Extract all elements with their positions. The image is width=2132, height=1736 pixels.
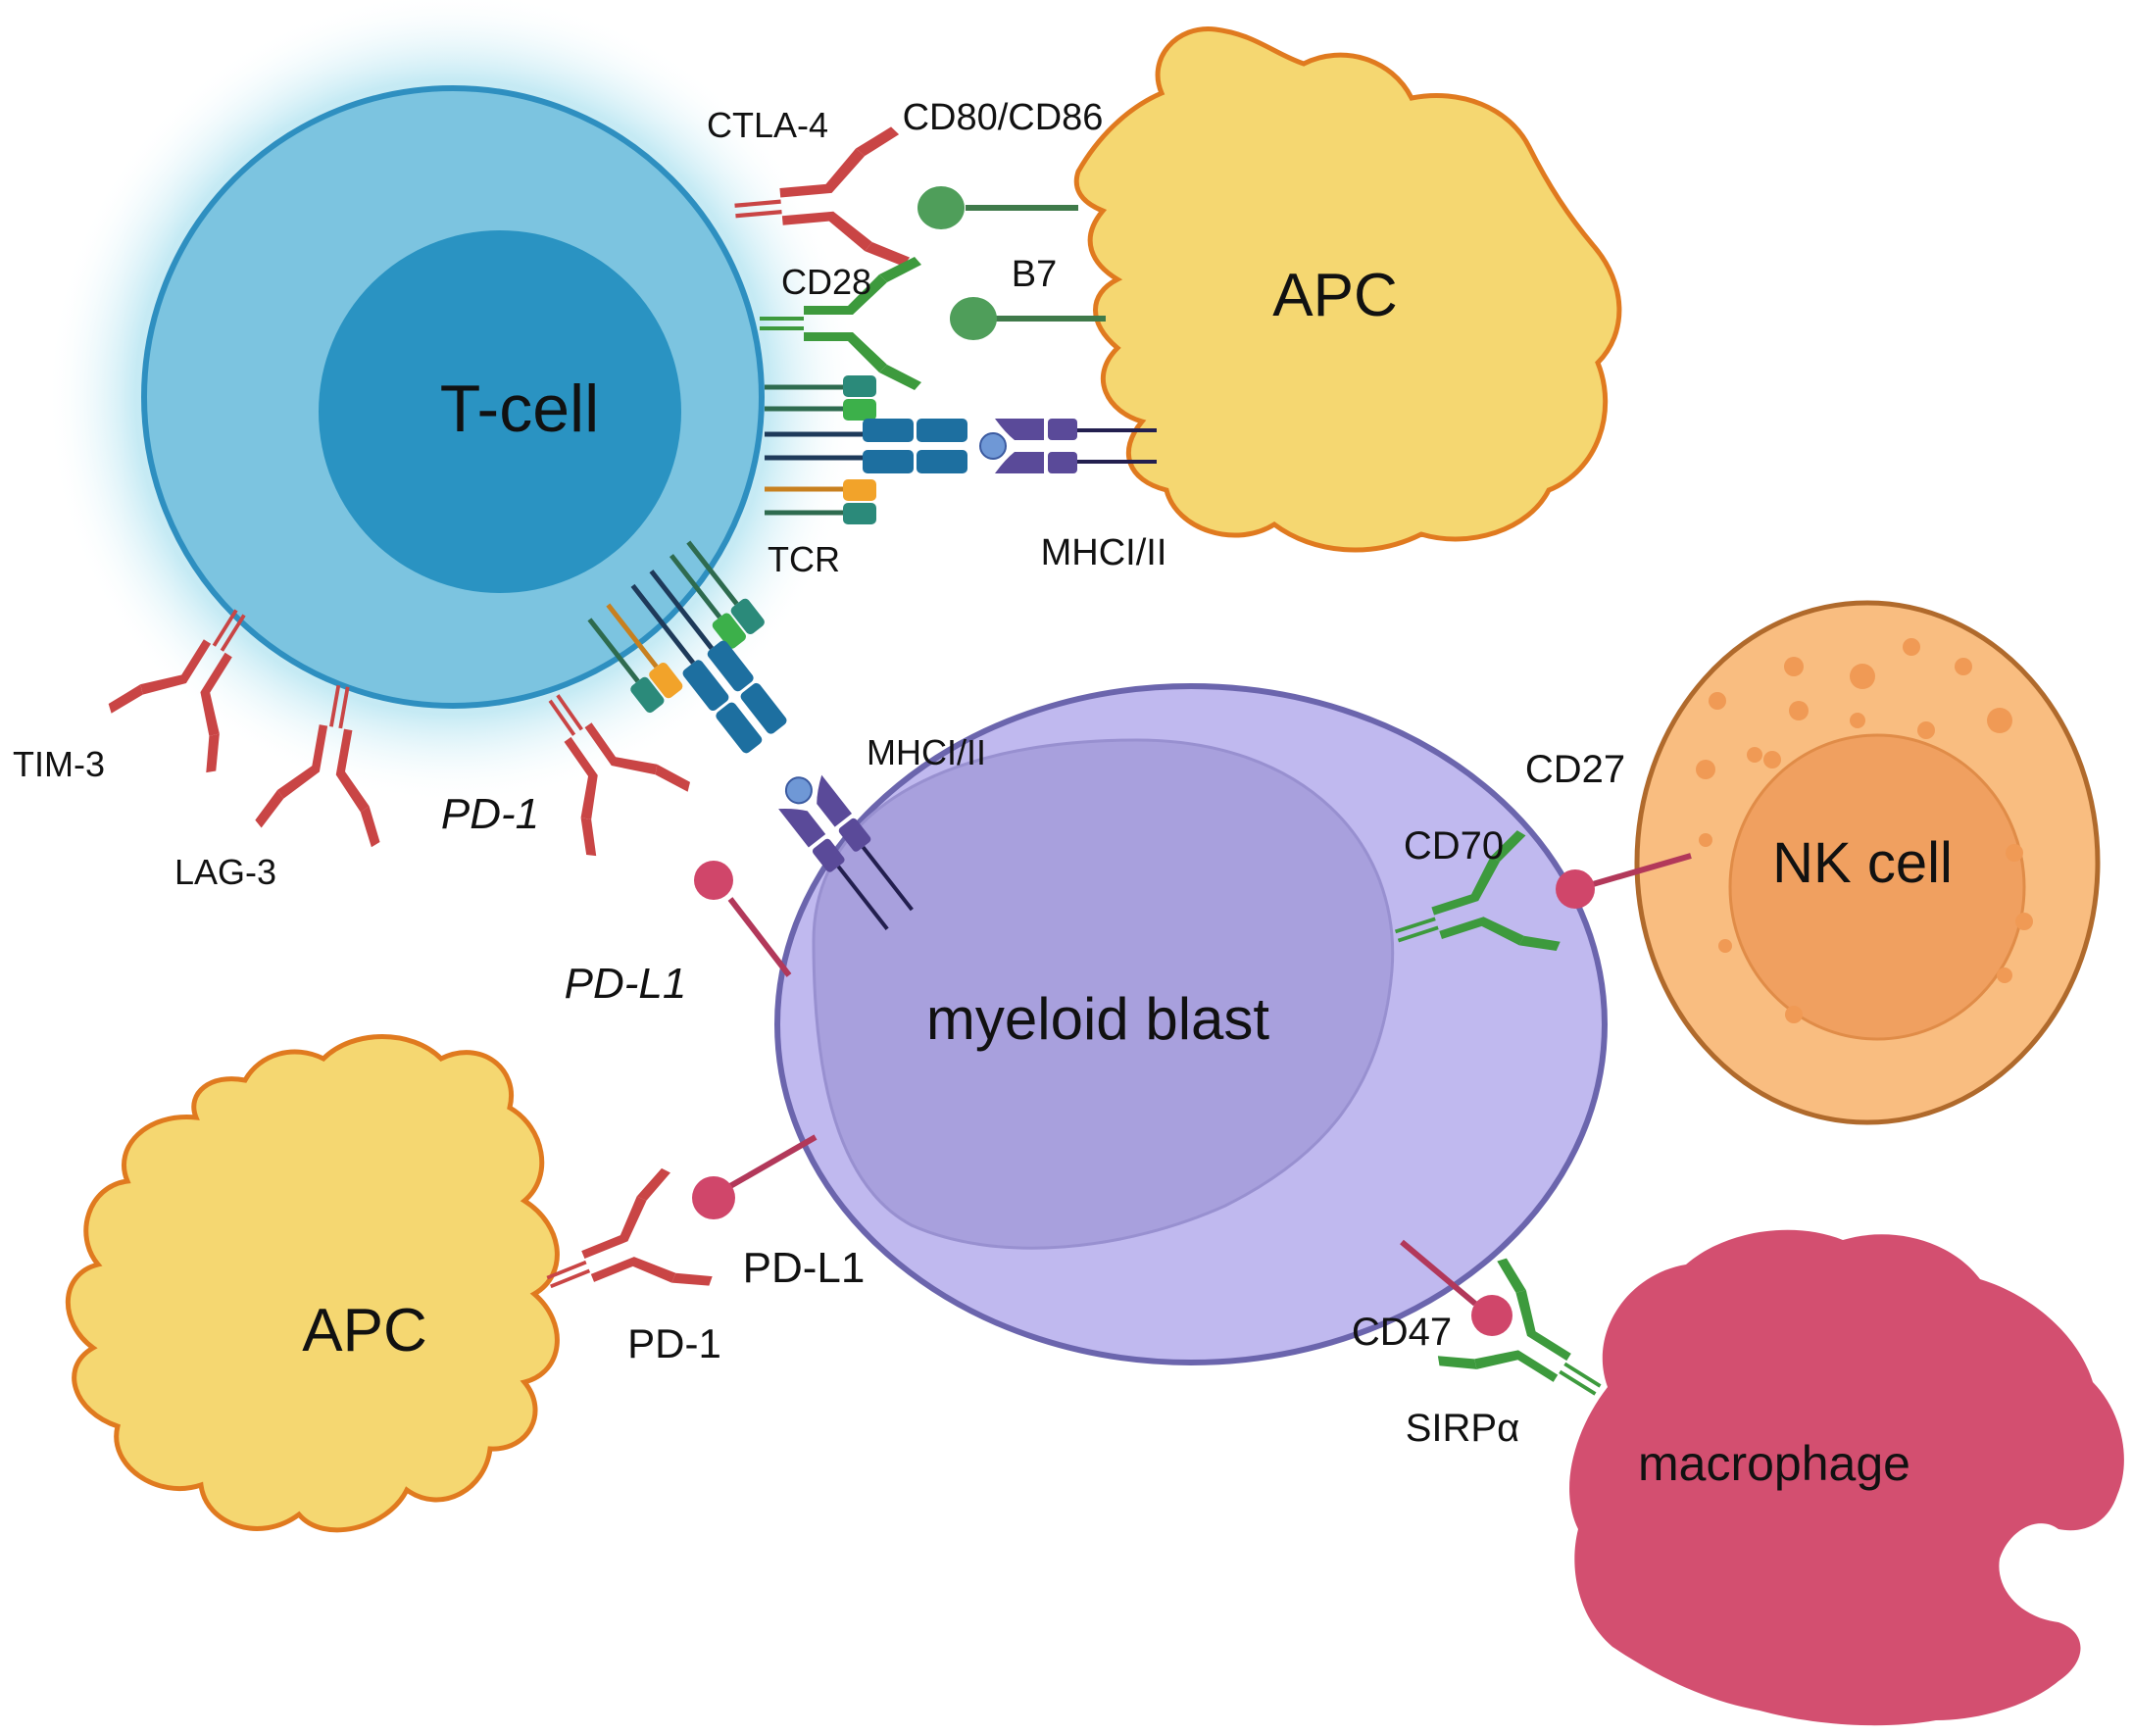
- pd-l1-blast-ligand: [694, 861, 733, 900]
- ctla4-label: CTLA-4: [707, 105, 828, 145]
- tim3-label: TIM-3: [13, 744, 105, 784]
- mhc-top-label: MHCI/II: [1041, 532, 1167, 573]
- macrophage-cell: [1569, 1229, 2124, 1726]
- cd47-label: CD47: [1352, 1311, 1452, 1354]
- t-cell-label: T-cell: [440, 372, 599, 446]
- nk-cell-nucleus: [1728, 733, 2026, 1041]
- cd80-cd86-ligand: [917, 186, 965, 229]
- cd28-label: CD28: [781, 262, 871, 302]
- pd-l1-apc-ligand: [692, 1176, 735, 1219]
- cd27-ligand: [1556, 869, 1595, 909]
- lag3-label: LAG-3: [174, 852, 276, 892]
- nk-cell-label: NK cell: [1772, 831, 1953, 895]
- apc-bottom-label: APC: [302, 1297, 426, 1364]
- pd-l1-blast-stalk: [727, 897, 792, 977]
- cd70-label: CD70: [1404, 824, 1504, 868]
- cd27-stalk: [1592, 853, 1692, 887]
- nk-cell-granules: [1696, 638, 2033, 1023]
- cd80-cd86-label: CD80/CD86: [903, 97, 1104, 138]
- apc-bottom-cell: [65, 1034, 560, 1533]
- cd47-stalk: [1400, 1239, 1477, 1307]
- myeloid-blast-label: myeloid blast: [926, 986, 1269, 1052]
- sirpa-label: SIRPα: [1406, 1407, 1519, 1450]
- b7-label: B7: [1012, 254, 1057, 295]
- t-cell-nucleus: [319, 230, 681, 593]
- tcr-label: TCR: [768, 539, 840, 579]
- apc-top-cell: [1073, 26, 1622, 553]
- pd-l1-apc-stalk: [728, 1134, 818, 1189]
- macrophage-label: macrophage: [1638, 1436, 1910, 1491]
- pd-l1-apc-label: PD-L1: [743, 1244, 866, 1292]
- mhc-middle-label: MHCI/II: [867, 732, 986, 772]
- cd47-ligand: [1471, 1295, 1512, 1336]
- pd-l1-blast-label: PD-L1: [565, 960, 687, 1008]
- pd1-tcell-label: PD-1: [441, 790, 539, 838]
- myeloid-blast-nucleus: [812, 738, 1395, 1250]
- pd1-apc-label: PD-1: [627, 1320, 721, 1366]
- b7-ligand: [950, 297, 997, 340]
- apc-top-label: APC: [1272, 262, 1397, 329]
- cd27-label: CD27: [1525, 748, 1625, 791]
